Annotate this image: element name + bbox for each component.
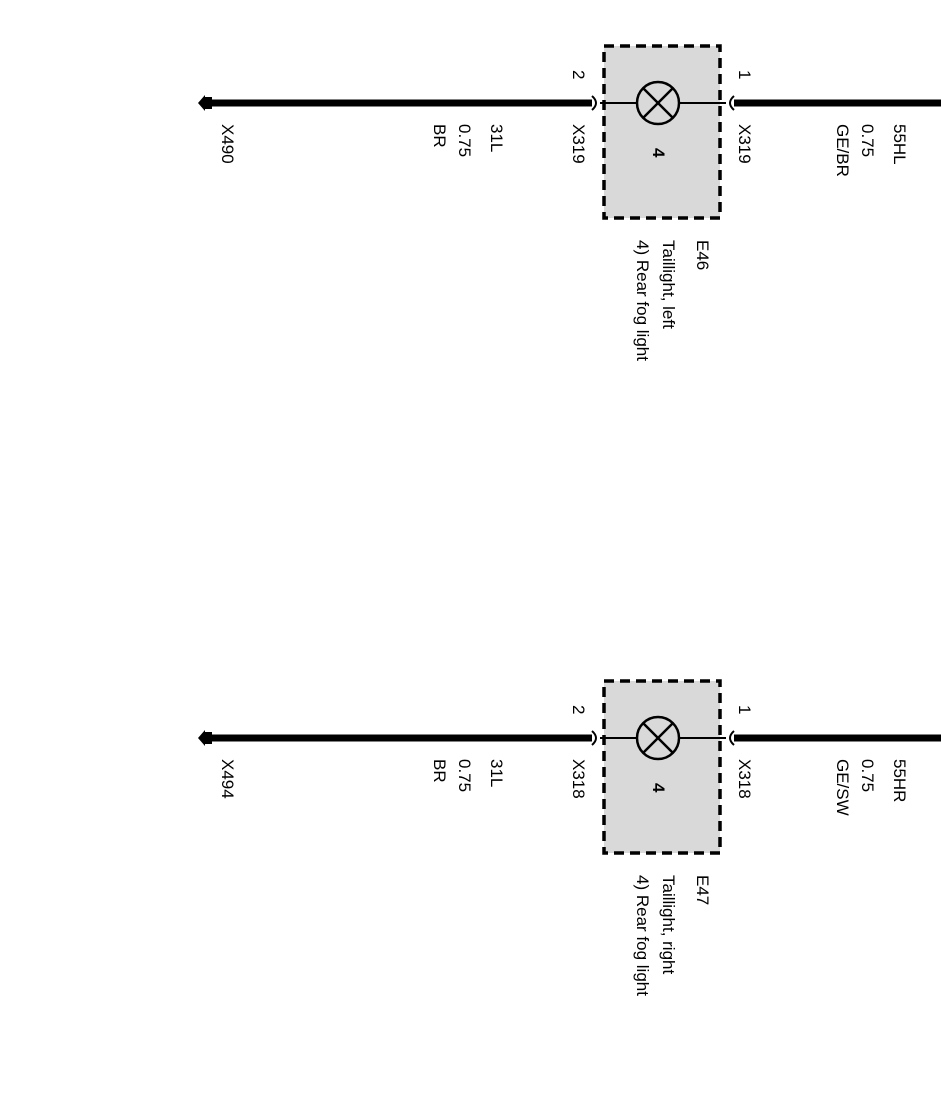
right-wire-code: 55HL bbox=[890, 124, 909, 165]
pin-right-connector: X318 bbox=[735, 759, 754, 799]
component-name: Taillight, left bbox=[659, 240, 678, 329]
left-wire-code: 31L bbox=[487, 124, 506, 152]
component-box bbox=[602, 44, 722, 220]
pin-left-number: 2 bbox=[569, 70, 588, 79]
left-wire-color: BR bbox=[430, 759, 449, 783]
circuit-e47: 2 1 4 X318 X318 X494 31L 0.75 BR 55HR 0.… bbox=[198, 679, 941, 996]
ground-terminal-body bbox=[204, 732, 212, 744]
ground-terminal-icon bbox=[198, 730, 205, 746]
pin-left-icon bbox=[591, 95, 597, 111]
function-marker: 4 bbox=[649, 783, 668, 793]
component-box bbox=[602, 679, 722, 855]
component-function: 4) Rear fog light bbox=[633, 875, 652, 996]
left-wire-code: 31L bbox=[487, 759, 506, 787]
right-wire-gauge: 0.75 bbox=[858, 759, 877, 792]
pin-left-connector: X319 bbox=[569, 124, 588, 164]
component-id: E46 bbox=[693, 240, 712, 270]
pin-right-number: 1 bbox=[735, 705, 754, 714]
pin-right-number: 1 bbox=[735, 70, 754, 79]
ground-terminal-body bbox=[204, 97, 212, 109]
ground-label: X490 bbox=[218, 124, 237, 164]
left-wire-color: BR bbox=[430, 124, 449, 148]
lamp-icon bbox=[635, 80, 681, 126]
component-name: Taillight, right bbox=[659, 875, 678, 974]
component-id: E47 bbox=[693, 875, 712, 905]
right-wire-color: GE/SW bbox=[833, 759, 852, 816]
function-marker: 4 bbox=[649, 148, 668, 158]
component-function: 4) Rear fog light bbox=[633, 240, 652, 361]
pin-right-connector: X319 bbox=[735, 124, 754, 164]
right-wire-color: GE/BR bbox=[833, 124, 852, 177]
ground-label: X494 bbox=[218, 759, 237, 799]
left-wire-gauge: 0.75 bbox=[455, 759, 474, 792]
pin-left-connector: X318 bbox=[569, 759, 588, 799]
ground-terminal-icon bbox=[198, 95, 205, 111]
pin-right-icon bbox=[729, 730, 735, 746]
circuit-e46: 2 1 4 X319 X319 X490 31L 0.75 BR 55HL 0.… bbox=[198, 44, 941, 361]
left-wire-gauge: 0.75 bbox=[455, 124, 474, 157]
right-wire-code: 55HR bbox=[890, 759, 909, 802]
pin-right-icon bbox=[729, 95, 735, 111]
right-wire-gauge: 0.75 bbox=[858, 124, 877, 157]
pin-left-icon bbox=[591, 730, 597, 746]
pin-left-number: 2 bbox=[569, 705, 588, 714]
lamp-icon bbox=[635, 715, 681, 761]
